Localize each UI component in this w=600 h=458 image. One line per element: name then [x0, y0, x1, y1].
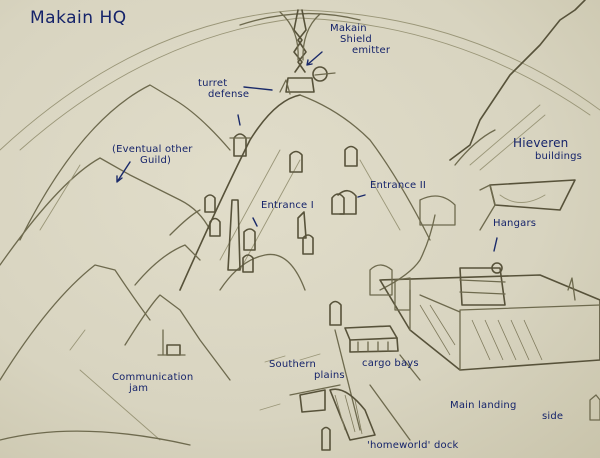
label-landing-line-2: side	[542, 411, 564, 422]
hieveren-buildings	[379, 179, 576, 291]
label-hieveren-line-2: buildings	[535, 151, 583, 162]
label-other-guild-line-2: Guild)	[140, 155, 172, 166]
label-main-landing-site: Main landing side	[450, 400, 563, 422]
label-shield-emitter: Makain Shield emitter	[330, 23, 390, 56]
label-turret-defense-line-1: turret	[198, 78, 228, 89]
hangars-complex	[369, 262, 600, 371]
communication-jam-building	[157, 329, 186, 356]
label-shield-emitter-line-2: Shield	[340, 34, 372, 45]
shield-dome-arcs	[0, 9, 600, 151]
shield-emitter-tower	[279, 9, 336, 95]
label-shield-emitter-line-3: emitter	[352, 45, 391, 56]
homeworld-dock	[259, 353, 600, 451]
mountain-structures	[204, 145, 358, 273]
label-hieveren-line-1: Hieveren	[513, 136, 569, 150]
label-communication-jam: Communication jam	[112, 372, 193, 394]
label-hieveren-buildings: Hieveren buildings	[513, 137, 582, 163]
label-southern-line-2: plains	[314, 370, 345, 381]
cargo-bays	[329, 300, 421, 431]
label-southern-plains: Southern plains	[269, 359, 345, 381]
label-shield-emitter-line-1: Makain	[330, 23, 367, 34]
label-other-guild: (Eventual other Guild)	[112, 144, 193, 166]
label-turret-defense: turret defense	[198, 78, 249, 100]
label-homeworld-dock: 'homeworld' dock	[367, 440, 459, 451]
left-mountains	[0, 84, 231, 266]
label-southern-line-1: Southern	[269, 359, 317, 370]
label-communication-line-2: jam	[129, 383, 149, 394]
label-hangars: Hangars	[493, 218, 537, 229]
label-other-guild-line-1: (Eventual other	[112, 144, 193, 155]
sketch-title: Makain HQ	[30, 8, 127, 28]
label-turret-defense-line-2: defense	[208, 89, 250, 100]
turret-defense-building	[229, 133, 251, 157]
label-entrance-1: Entrance I	[261, 200, 314, 211]
label-communication-line-1: Communication	[112, 372, 194, 383]
central-mountain	[179, 94, 431, 291]
right-mountains	[449, 0, 586, 171]
label-leader-lines	[116, 51, 498, 252]
label-entrance-2: Entrance II	[370, 180, 427, 191]
label-cargo-bays: cargo bays	[362, 358, 419, 369]
foothills	[0, 209, 306, 446]
label-landing-line-1: Main landing	[450, 400, 517, 411]
